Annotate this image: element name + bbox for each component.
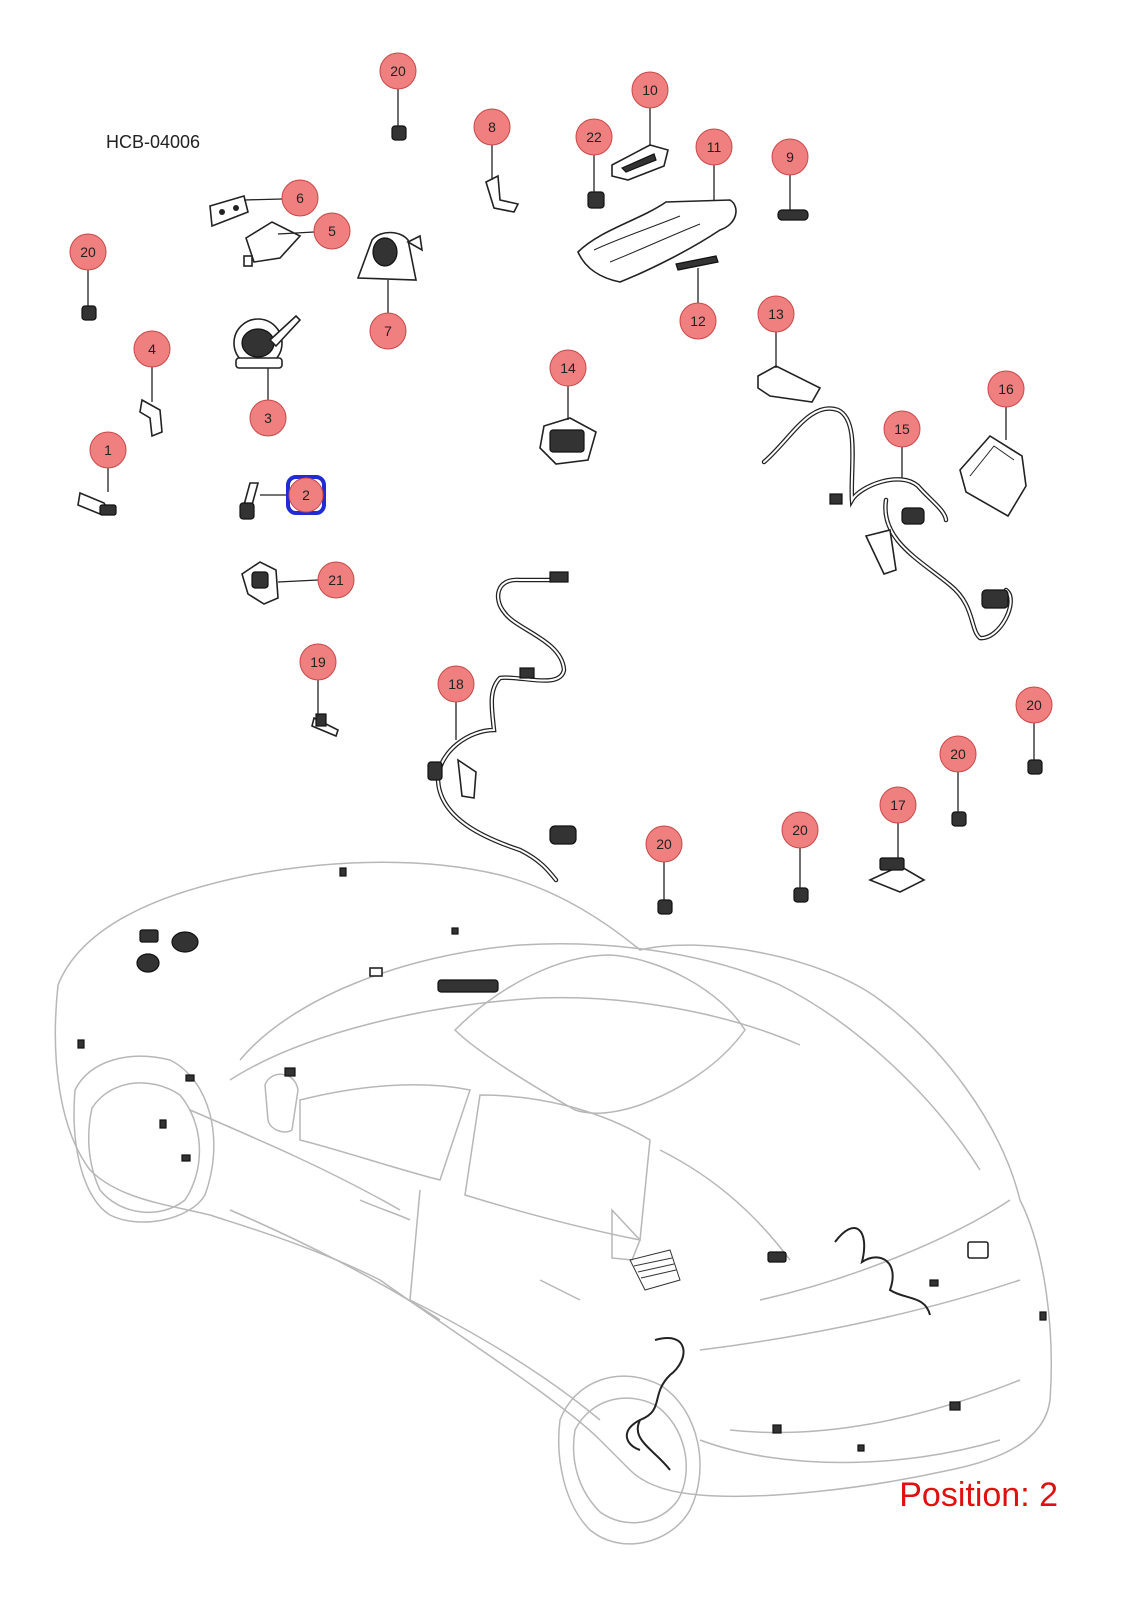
part-11-console: [577, 199, 737, 283]
part-16-module: [959, 434, 1027, 518]
callout-13-label: 13: [768, 306, 784, 322]
callout-20e-label: 20: [792, 822, 808, 838]
part-8-bracket: [485, 174, 520, 213]
callout-10-label: 10: [642, 82, 658, 98]
callout-7[interactable]: 7: [369, 312, 407, 350]
callout-20d[interactable]: 20: [939, 735, 977, 773]
callout-4-label: 4: [148, 341, 156, 357]
callout-20b[interactable]: 20: [69, 233, 107, 271]
drawing-code: HCB-04006: [106, 132, 201, 152]
callout-6[interactable]: 6: [281, 179, 319, 217]
callout-21[interactable]: 21: [317, 561, 355, 599]
callout-18-label: 18: [448, 676, 464, 692]
callout-20e[interactable]: 20: [781, 811, 819, 849]
part-18-harness: [427, 571, 577, 883]
callout-17-label: 17: [890, 797, 906, 813]
part-22-clip: [587, 191, 605, 209]
part-6-bracket: [209, 194, 249, 228]
callout-21-label: 21: [328, 572, 344, 588]
callout-5[interactable]: 5: [313, 212, 351, 250]
callout-8[interactable]: 8: [473, 108, 511, 146]
position-label: Position: 2: [899, 1476, 1058, 1514]
vehicle-outline: [54, 861, 1052, 1545]
leader-lines: [87, 89, 1035, 900]
parts-group: [77, 125, 1043, 915]
callout-19[interactable]: 19: [299, 643, 337, 681]
callout-17[interactable]: 17: [879, 786, 917, 824]
callout-12-label: 12: [690, 313, 706, 329]
callout-4[interactable]: 4: [133, 330, 171, 368]
selected-callout-highlight: [286, 475, 326, 515]
callout-20b-label: 20: [80, 244, 96, 260]
callout-11[interactable]: 11: [695, 128, 733, 166]
part-4-bracket: [139, 398, 163, 438]
callout-5-label: 5: [328, 223, 336, 239]
callout-7-label: 7: [384, 323, 392, 339]
callout-11-label: 11: [707, 139, 722, 155]
callout-16-label: 16: [998, 381, 1014, 397]
callout-2[interactable]: 2: [288, 477, 324, 513]
callout-2-label: 2: [302, 487, 310, 503]
callout-14[interactable]: 14: [549, 349, 587, 387]
callout-20a[interactable]: 20: [379, 52, 417, 90]
part-21-module: [241, 561, 279, 605]
part-7-horn: [356, 231, 424, 281]
part-15-harness: [761, 406, 1013, 641]
callout-9[interactable]: 9: [771, 138, 809, 176]
callout-8-label: 8: [488, 119, 496, 135]
part-5-module: [243, 221, 302, 267]
callout-20d-label: 20: [950, 746, 966, 762]
callout-15-label: 15: [894, 421, 910, 437]
part-3-horn: [233, 314, 302, 369]
callout-20f[interactable]: 20: [645, 825, 683, 863]
callout-1[interactable]: 1: [89, 431, 127, 469]
callout-10[interactable]: 10: [631, 71, 669, 109]
callout-1-label: 1: [104, 442, 112, 458]
callout-20a-label: 20: [390, 63, 406, 79]
part-2-sensor: [239, 482, 260, 520]
part-13-module: [757, 365, 822, 403]
part-9-sensor: [777, 209, 809, 221]
callout-20f-label: 20: [656, 836, 672, 852]
callout-22-label: 22: [586, 129, 602, 145]
part-14-switch: [539, 417, 597, 465]
callout-9-label: 9: [786, 149, 794, 165]
callout-14-label: 14: [560, 360, 576, 376]
part-20-clips: [81, 125, 1043, 915]
callout-20c-label: 20: [1026, 697, 1042, 713]
part-10-camera: [611, 144, 669, 181]
callout-12[interactable]: 12: [679, 302, 717, 340]
callout-6-label: 6: [296, 190, 304, 206]
part-19-sensor: [311, 713, 339, 738]
callout-20c[interactable]: 20: [1015, 686, 1053, 724]
part-17-lamp: [867, 857, 926, 893]
callout-15[interactable]: 15: [883, 410, 921, 448]
callout-19-label: 19: [310, 654, 326, 670]
callouts: 1 2 3 4 5 6 7 8 9 10 11 12 13 14 15 16 1…: [69, 52, 1053, 863]
part-12-strip: [675, 255, 719, 271]
callout-13[interactable]: 13: [757, 295, 795, 333]
callout-22[interactable]: 22: [575, 118, 613, 156]
callout-3[interactable]: 3: [249, 399, 287, 437]
part-1-sensor: [77, 491, 117, 516]
callout-18[interactable]: 18: [437, 665, 475, 703]
callout-3-label: 3: [264, 410, 272, 426]
callout-16[interactable]: 16: [987, 370, 1025, 408]
